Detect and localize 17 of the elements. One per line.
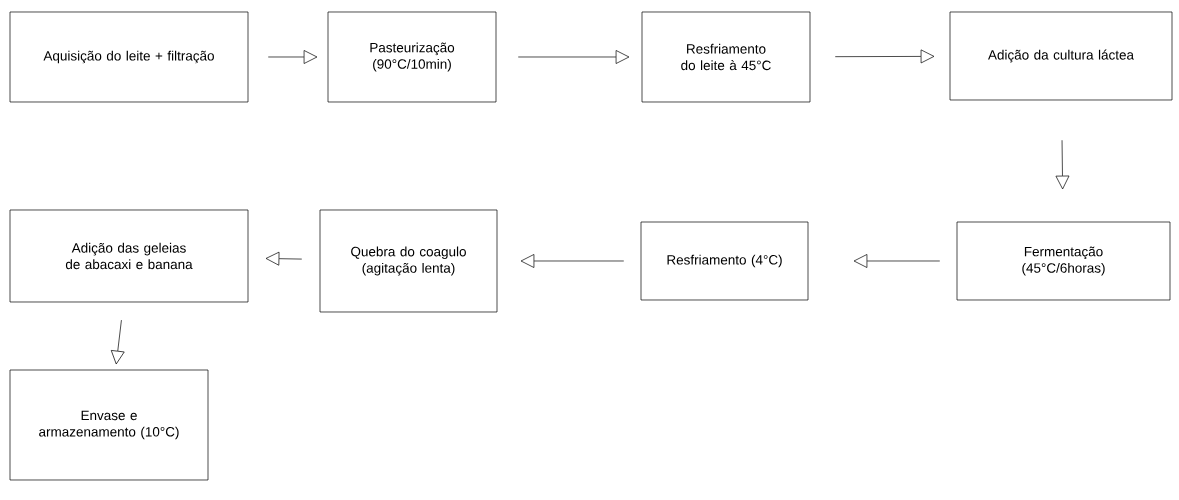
process-box: Resfriamento do leite à 45°C <box>641 11 811 103</box>
process-box: Envase e armazenamento (10°C) <box>9 369 209 481</box>
arrow <box>110 319 125 365</box>
arrow <box>853 254 941 268</box>
arrow <box>520 254 625 268</box>
arrow <box>517 50 630 64</box>
arrow <box>267 50 318 64</box>
process-box: Resfriamento (4°C) <box>640 221 809 301</box>
process-box: Aquisição do leite + filtração <box>9 11 249 103</box>
arrow <box>1055 139 1070 190</box>
arrow <box>834 49 935 64</box>
process-box: Pasteurização (90°C/10min) <box>327 11 497 103</box>
process-box: Fermentação (45°C/6horas) <box>956 221 1171 301</box>
process-box: Adição da cultura láctea <box>949 11 1173 101</box>
process-box: Quebra do coagulo (agitação lenta) <box>319 209 498 313</box>
arrow <box>265 251 303 266</box>
process-box: Adição das geleias de abacaxi e banana <box>9 209 249 303</box>
